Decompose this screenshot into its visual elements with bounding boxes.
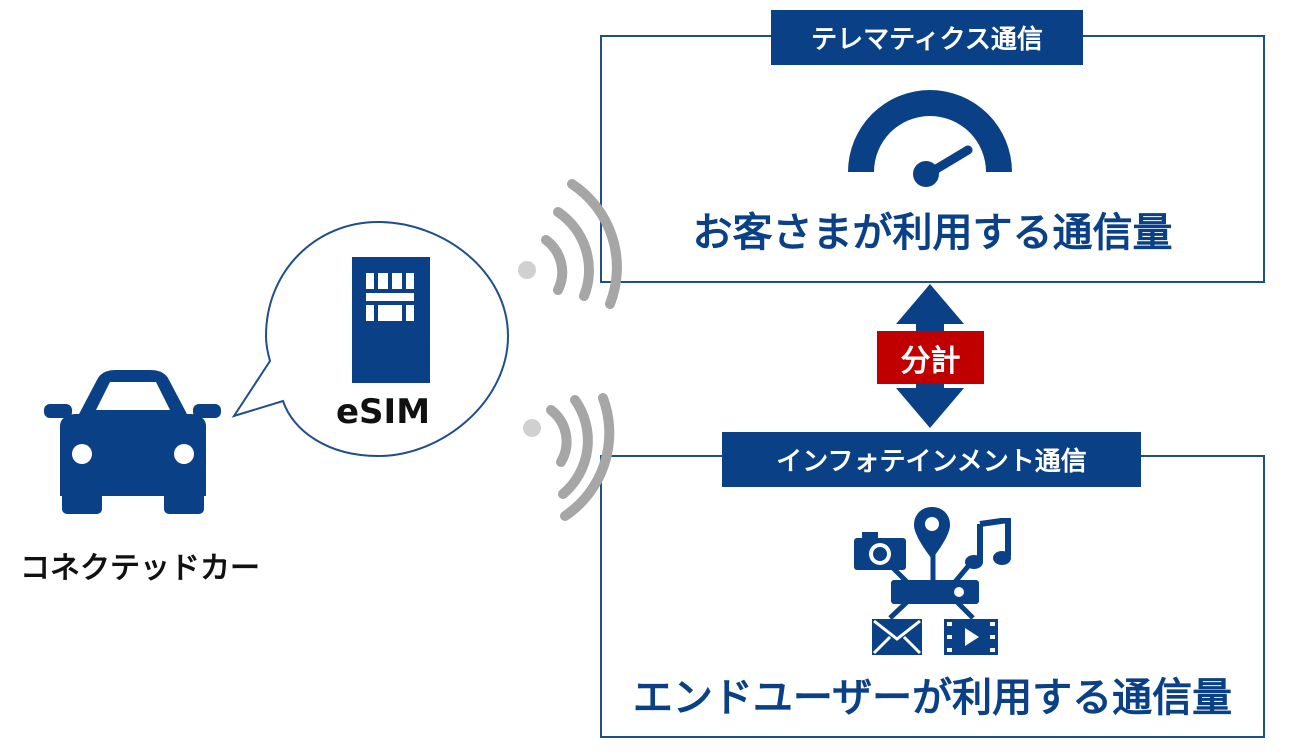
telematics-usage-label: お客さまが利用する通信量 bbox=[692, 210, 1173, 256]
car-label: コネクテッドカー bbox=[20, 551, 260, 586]
camera-icon bbox=[854, 532, 906, 570]
speedometer-icon bbox=[848, 90, 1012, 187]
split-badge: 分計 bbox=[877, 331, 984, 384]
infotainment-tab-label: インフォテインメント通信 bbox=[722, 432, 1141, 487]
mail-icon bbox=[872, 619, 922, 655]
infotainment-usage-label: エンドユーザーが利用する通信量 bbox=[632, 675, 1233, 721]
esim-label: eSIM bbox=[336, 392, 431, 432]
location-pin-icon bbox=[914, 507, 950, 559]
wireless-signal-icon bbox=[523, 393, 615, 521]
car-icon bbox=[44, 370, 221, 514]
video-icon bbox=[944, 619, 998, 655]
telematics-tab-label: テレマティクス通信 bbox=[771, 10, 1083, 65]
music-note-icon bbox=[965, 518, 1011, 569]
sim-card-icon bbox=[352, 257, 430, 383]
telematics-panel bbox=[600, 35, 1265, 283]
wireless-signal-icon bbox=[518, 179, 622, 309]
